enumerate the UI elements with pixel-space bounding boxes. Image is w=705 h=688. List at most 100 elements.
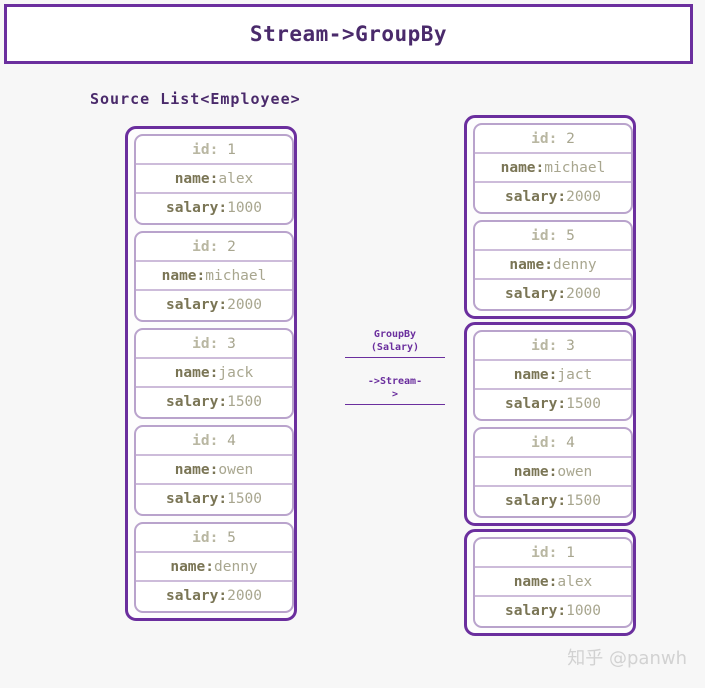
groupby-label-line2: (Salary) <box>370 342 420 353</box>
employee-id-row-key: id: <box>531 338 567 354</box>
employee-salary-row-key: salary: <box>504 603 567 619</box>
employee-name-row-key: name: <box>174 365 219 381</box>
employee-id-row-value: 5 <box>566 228 575 244</box>
employee-id-row-value: 4 <box>566 435 575 451</box>
employee-id-row-key: id: <box>192 239 228 255</box>
employee-id-row-value: 5 <box>227 530 236 546</box>
employee-id-row-key: id: <box>192 530 228 546</box>
employee-name-row-key: name: <box>174 171 219 187</box>
employee-id-row-key: id: <box>192 336 228 352</box>
employee-id-row: id: 1 <box>475 539 631 568</box>
employee-id-row: id: 4 <box>475 429 631 458</box>
employee-salary-row-value: 2000 <box>566 286 602 302</box>
stream-label-line1: ->Stream- <box>367 376 423 387</box>
employee-id-row: id: 1 <box>136 136 292 165</box>
employee-salary-row: salary:2000 <box>475 183 631 212</box>
employee-salary-row: salary:2000 <box>475 280 631 309</box>
employee-name-row-value: jact <box>557 367 593 383</box>
employee-id-row: id: 2 <box>136 233 292 262</box>
employee-salary-row-value: 1500 <box>227 394 263 410</box>
employee-name-row: name:owen <box>475 458 631 487</box>
groupby-label-line1: GroupBy <box>373 329 417 340</box>
employee-id-row-value: 2 <box>566 131 575 147</box>
employee-name-row-value: owen <box>218 462 254 478</box>
employee-id-row-key: id: <box>531 435 567 451</box>
employee-name-row-key: name: <box>500 160 545 176</box>
employee-salary-row-value: 1000 <box>227 200 263 216</box>
employee-name-row-key: name: <box>509 257 553 273</box>
employee-id-row: id: 2 <box>475 125 631 154</box>
watermark: 知乎 @panwh <box>567 648 687 669</box>
employee-salary-row: salary:1500 <box>136 485 292 514</box>
employee-name-row-value: denny <box>214 559 258 575</box>
employee-name-row: name:denny <box>475 251 631 280</box>
employee-name-row: name:michael <box>136 262 292 291</box>
employee-salary-row-key: salary: <box>504 493 567 509</box>
employee-salary-row-value: 2000 <box>566 189 602 205</box>
employee-id-row-key: id: <box>192 433 228 449</box>
employee-id-row: id: 3 <box>475 332 631 361</box>
employee-name-row-key: name: <box>161 268 206 284</box>
employee-salary-row-key: salary: <box>504 286 567 302</box>
employee-name-row: name:jact <box>475 361 631 390</box>
transform-annotation: GroupBy (Salary) ->Stream- > <box>345 328 445 405</box>
employee-salary-row-value: 1500 <box>566 493 602 509</box>
employee-id-row-value: 4 <box>227 433 236 449</box>
employee-id-row-value: 3 <box>566 338 575 354</box>
header-box: Stream->GroupBy <box>4 4 693 64</box>
employee-name-row: name:michael <box>475 154 631 183</box>
employee-name-row-value: michael <box>205 268 267 284</box>
employee-id-row-key: id: <box>531 545 567 561</box>
employee-id-row-key: id: <box>531 228 567 244</box>
employee-salary-row-value: 2000 <box>227 588 263 604</box>
employee-name-row-key: name: <box>170 559 214 575</box>
employee-salary-row: salary:1500 <box>136 388 292 417</box>
employee-id-row-key: id: <box>192 142 228 158</box>
employee-salary-row-key: salary: <box>165 297 228 313</box>
employee-salary-row: salary:1500 <box>475 390 631 419</box>
employee-name-row-value: denny <box>553 257 597 273</box>
employee-id-row-value: 2 <box>227 239 236 255</box>
employee-name-row-key: name: <box>513 367 558 383</box>
employee-salary-row-value: 1000 <box>566 603 602 619</box>
employee-name-row: name:alex <box>136 165 292 194</box>
page-title: Stream->GroupBy <box>249 22 448 46</box>
employee-salary-row-key: salary: <box>504 189 567 205</box>
employee-salary-row: salary:1000 <box>136 194 292 223</box>
employee-salary-row-key: salary: <box>165 200 228 216</box>
stream-label-line2: > <box>391 389 399 400</box>
employee-id-row-key: id: <box>531 131 567 147</box>
employee-name-row-value: alex <box>557 574 593 590</box>
employee-name-row: name:jack <box>136 359 292 388</box>
annotation-spacer <box>345 358 445 375</box>
employee-salary-row: salary:1000 <box>475 597 631 626</box>
arrow-rule-bottom <box>345 404 445 405</box>
employee-id-row: id: 3 <box>136 330 292 359</box>
employee-salary-row-key: salary: <box>165 394 228 410</box>
employee-name-row-value: jack <box>218 365 254 381</box>
employee-name-row: name:owen <box>136 456 292 485</box>
employee-id-row: id: 5 <box>136 524 292 553</box>
employee-salary-row: salary:2000 <box>136 291 292 320</box>
source-list-label: Source List<Employee> <box>90 90 301 108</box>
employee-salary-row-key: salary: <box>165 588 228 604</box>
employee-name-row-key: name: <box>513 574 558 590</box>
employee-name-row: name:denny <box>136 553 292 582</box>
employee-name-row-value: michael <box>544 160 606 176</box>
employee-id-row-value: 1 <box>227 142 236 158</box>
employee-id-row: id: 4 <box>136 427 292 456</box>
employee-name-row-value: alex <box>218 171 254 187</box>
employee-name-row: name:alex <box>475 568 631 597</box>
